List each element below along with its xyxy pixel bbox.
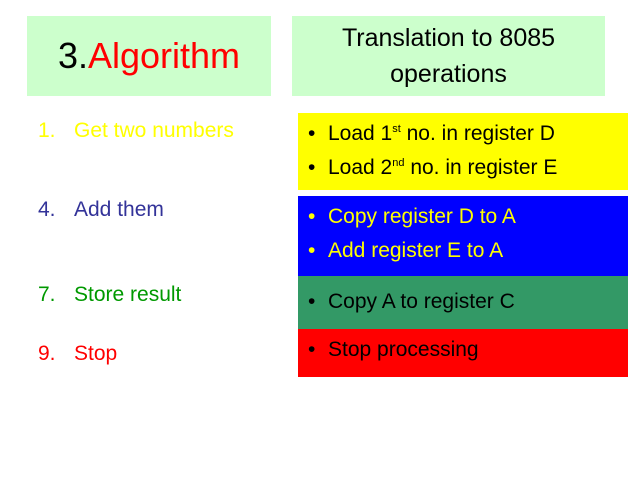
bullet-icon: •: [308, 205, 316, 228]
ordinal-suffix: st: [392, 123, 401, 135]
operation-line: • Copy register D to A: [308, 200, 628, 234]
step-4: 4. Add them: [38, 198, 164, 222]
operation-line: • Load 1st no. in register D: [308, 117, 628, 151]
bullet-icon: •: [308, 239, 316, 262]
translation-header: Translation to 8085 operations: [292, 16, 605, 96]
step-text: Store result: [74, 283, 182, 306]
step-text: Get two numbers: [74, 119, 234, 142]
ordinal-suffix: nd: [392, 157, 405, 169]
step-number: 7.: [38, 283, 56, 306]
title-prefix: 3.: [57, 35, 88, 76]
line-text: Copy register D to A: [328, 205, 516, 228]
operation-line: • Add register E to A: [308, 234, 628, 268]
block-stop: • Stop processing: [298, 329, 628, 377]
bullet-icon: •: [308, 156, 316, 179]
step-text: Add them: [74, 198, 164, 221]
header-line-1: Translation to 8085: [341, 24, 556, 52]
line-text: Load 2: [328, 156, 393, 179]
line-text: Add register E to A: [328, 239, 504, 262]
line-text: Load 1: [328, 122, 393, 145]
line-text: no. in register D: [400, 122, 555, 145]
bullet-icon: •: [308, 338, 316, 361]
step-7: 7. Store result: [38, 283, 181, 307]
block-store: • Copy A to register C: [298, 276, 628, 329]
algorithm-steps: 1. Get two numbers 4. Add them 7. Store res…: [38, 0, 288, 478]
slide-title: 3. Algorithm: [27, 16, 271, 96]
line-text: no. in register E: [404, 156, 558, 179]
title-accent: Algorithm: [87, 35, 241, 76]
block-add: • Copy register D to A • Add register E to…: [298, 196, 628, 276]
step-number: 1.: [38, 119, 56, 142]
header-line-2: operations: [390, 60, 507, 88]
step-text: Stop: [74, 342, 118, 365]
line-text: Stop processing: [328, 338, 479, 361]
step-1: 1. Get two numbers: [38, 119, 234, 143]
bullet-icon: •: [308, 290, 316, 313]
operation-line: • Copy A to register C: [308, 285, 628, 319]
operation-line: • Load 2nd no. in register E: [308, 151, 628, 185]
operation-line: • Stop processing: [308, 333, 628, 367]
line-text: Copy A to register C: [328, 290, 515, 313]
block-load: • Load 1st no. in register D • Load 2nd no…: [298, 113, 628, 190]
bullet-icon: •: [308, 122, 316, 145]
step-number: 4.: [38, 198, 56, 221]
step-9: 9. Stop: [38, 342, 117, 366]
step-number: 9.: [38, 342, 56, 365]
